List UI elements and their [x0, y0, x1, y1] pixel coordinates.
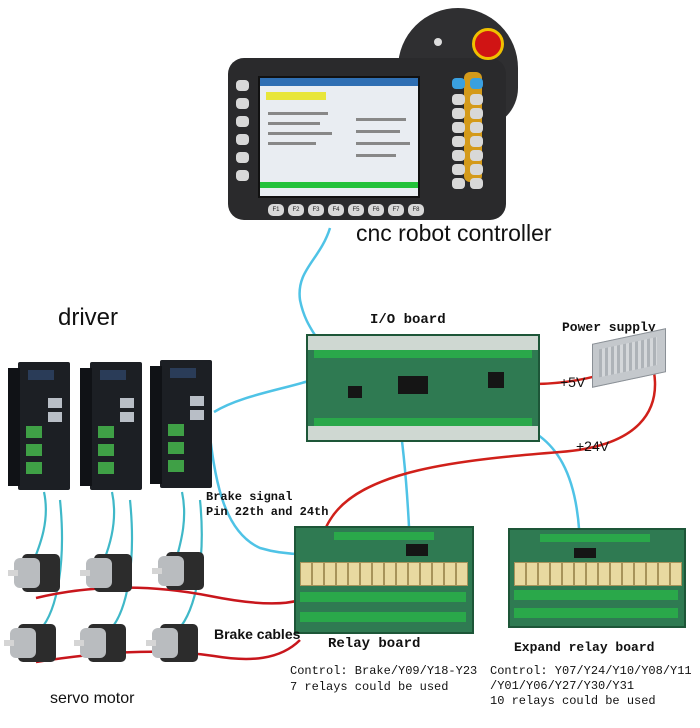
servo-motor-label: servo motor [50, 690, 135, 707]
servo-driver [8, 362, 70, 490]
key-switch-icon [434, 38, 442, 46]
brake-cable-row1 [35, 586, 301, 605]
function-key: F3 [308, 204, 324, 216]
expand-control-note-cont: /Y01/Y06/Y27/Y30/Y31 [490, 679, 635, 693]
servo-driver [80, 362, 142, 490]
servo-motor [146, 618, 200, 668]
function-key: F7 [388, 204, 404, 216]
expand-relay-board [508, 528, 686, 628]
plus24v-label: +24V [576, 438, 610, 454]
function-key: F4 [328, 204, 344, 216]
servo-motor [8, 548, 62, 598]
power-supply-label: Power supply [562, 320, 656, 335]
function-key: F1 [268, 204, 284, 216]
pendant-screen [258, 76, 420, 198]
function-key: F8 [408, 204, 424, 216]
servo-motor [80, 548, 134, 598]
servo-driver [150, 360, 212, 488]
function-key: F2 [288, 204, 304, 216]
relay-control-note: Control: Brake/Y09/Y18-Y23 [290, 664, 478, 678]
driver-label: driver [58, 304, 119, 331]
relay-capacity-note: 7 relays could be used [290, 680, 449, 694]
relay-board-label: Relay board [328, 636, 421, 652]
brake-signal-label: Brake signal [206, 490, 293, 504]
controller-label: cnc robot controller [356, 220, 552, 246]
io-board-label: I/O board [370, 312, 446, 328]
plus5v-label: +5V [560, 374, 586, 390]
function-key: F5 [348, 204, 364, 216]
function-key: F6 [368, 204, 384, 216]
servo-motor [152, 546, 206, 596]
servo-motor [74, 618, 128, 668]
io-board [306, 334, 540, 442]
expand-relay-board-label: Expand relay board [514, 640, 655, 655]
servo-motor [4, 618, 58, 668]
expand-control-note: Control: Y07/Y24/Y10/Y08/Y11 [490, 664, 692, 678]
relay-board [294, 526, 474, 634]
emergency-stop-icon [472, 28, 504, 60]
expand-capacity-note: 10 relays could be used [490, 694, 656, 708]
controller-cable [298, 227, 332, 341]
io-driver-cable [213, 378, 313, 414]
cnc-robot-controller: F1 F2 F3 F4 F5 F6 F7 F8 [228, 8, 520, 220]
brake-cables-label: Brake cables [214, 626, 301, 642]
brake-signal-pins-label: Pin 22th and 24th [206, 505, 329, 519]
